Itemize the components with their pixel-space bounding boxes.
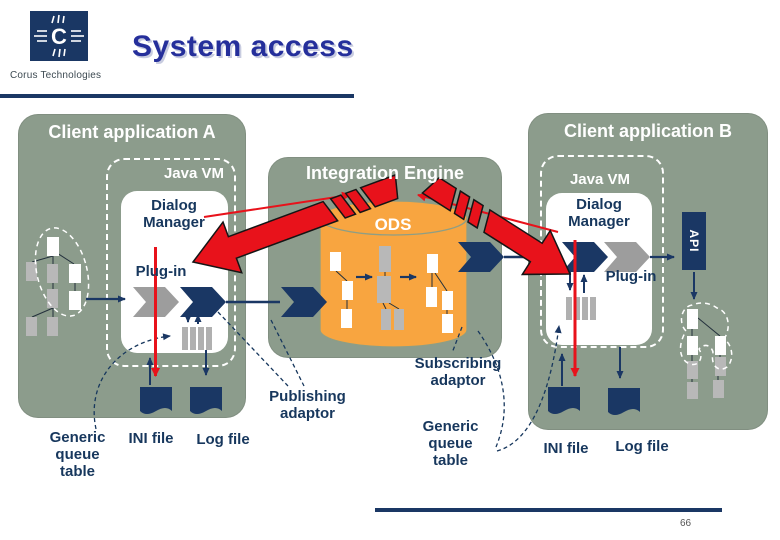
- page-title: System access: [132, 30, 354, 63]
- client-b-title: Client application B: [563, 121, 732, 141]
- java-vm-b-label: Java VM: [569, 171, 631, 188]
- logo-letter: C: [51, 24, 67, 49]
- log-file-b-label: Log file: [615, 438, 669, 455]
- header-rule: [0, 94, 354, 98]
- plugin-a-label: Plug-in: [135, 263, 187, 280]
- page-number: 66: [680, 518, 692, 529]
- footer-rule: [375, 508, 722, 512]
- integration-engine-box: [268, 157, 502, 358]
- plugin-b-label: Plug-in: [605, 268, 657, 285]
- generic-queue-table-b-label: Generic queue table: [422, 418, 479, 469]
- subscribing-adaptor-label: Subscribing adaptor: [414, 355, 502, 389]
- client-a-title: Client application A: [48, 122, 216, 142]
- ini-file-b-label: INI file: [543, 440, 589, 457]
- dialog-manager-b-label: Dialog Manager: [568, 196, 630, 230]
- company-name: Corus Technologies: [10, 70, 102, 81]
- generic-queue-table-a-label: Generic queue table: [49, 429, 106, 480]
- dialog-manager-a-label: Dialog Manager: [143, 197, 205, 231]
- java-vm-a-label: Java VM: [163, 165, 224, 182]
- publishing-adaptor-label: Publishing adaptor: [269, 388, 346, 422]
- ini-file-a-label: INI file: [128, 430, 174, 447]
- integration-engine-title: Integration Engine: [305, 163, 464, 183]
- log-file-a-label: Log file: [196, 431, 250, 448]
- corus-logo-icon: C: [30, 11, 88, 61]
